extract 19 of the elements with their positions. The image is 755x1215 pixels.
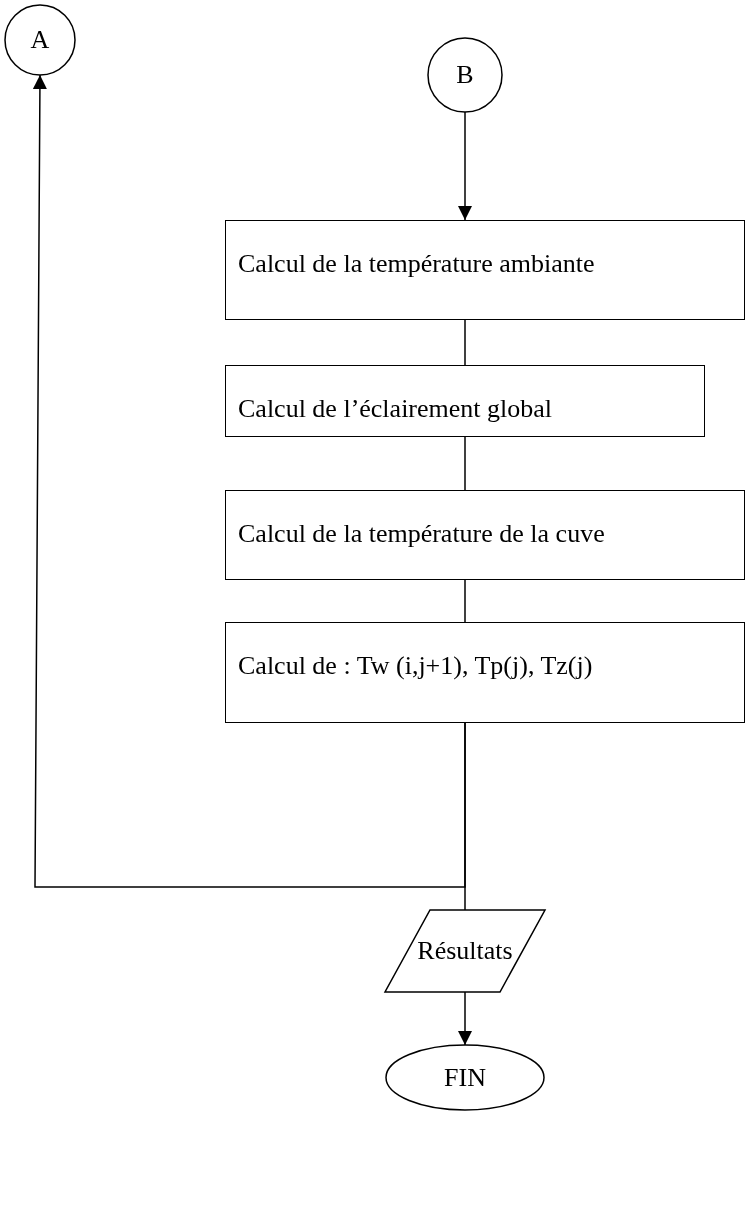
process-box xyxy=(225,365,705,437)
process-box xyxy=(225,220,745,320)
node-label: Calcul de l’éclairement global xyxy=(238,394,553,424)
node-label: Calcul de la température de la cuve xyxy=(238,519,605,549)
process-box xyxy=(225,490,745,580)
node-label: Calcul de : Tw (i,j+1), Tp(j), Tz(j) xyxy=(238,651,593,681)
process-box xyxy=(225,622,745,723)
node-label: Résultats xyxy=(417,936,513,966)
connector-line xyxy=(464,319,466,366)
arrow xyxy=(32,74,466,888)
node-label: FIN xyxy=(444,1062,486,1093)
node-label: A xyxy=(30,25,50,55)
connector-line xyxy=(464,579,466,623)
connector-line xyxy=(464,722,466,911)
arrow xyxy=(458,991,472,1046)
connector-line xyxy=(464,436,466,491)
node-label: Calcul de la température ambiante xyxy=(238,249,595,279)
arrow xyxy=(458,111,472,221)
node-label: B xyxy=(456,60,474,90)
